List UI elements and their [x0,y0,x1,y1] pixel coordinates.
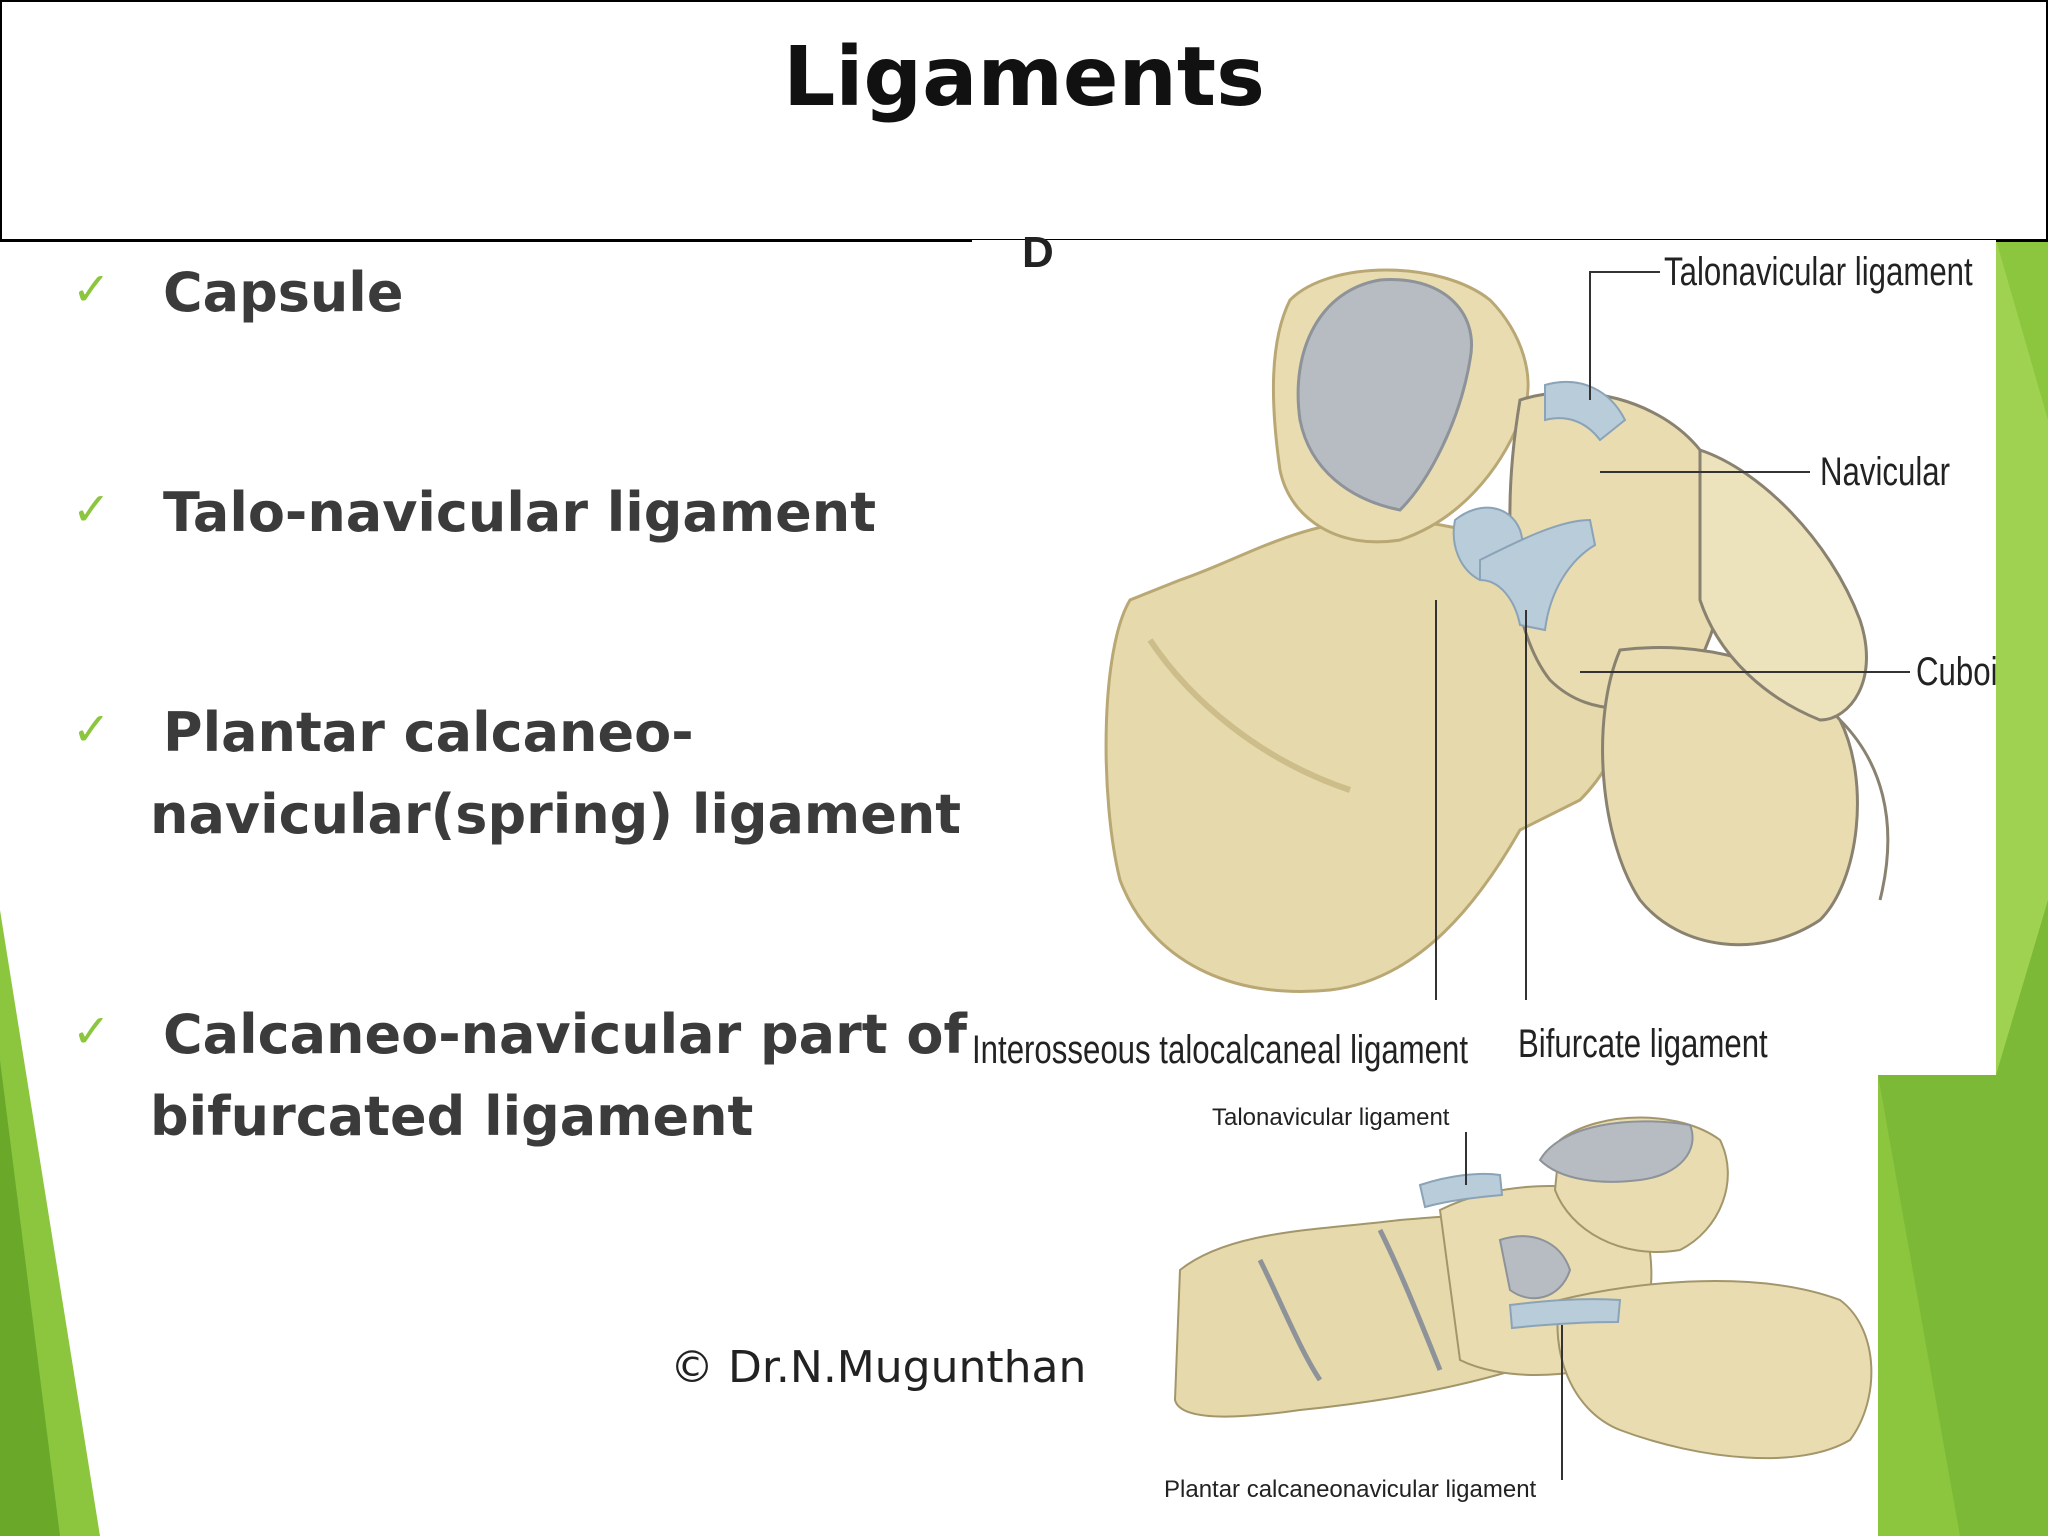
bullet-plantar-line1: Plantar calcaneo- [163,701,694,764]
talus-cartilage-inferior [1538,1120,1694,1183]
checkmark-icon: ✓ [72,1004,111,1058]
label-cuboid: Cuboi [1916,650,1998,694]
right-green-facet-2 [1996,240,2048,1075]
figure-letter: D [1022,228,1054,277]
calcaneus-bone-inferior [1556,1280,1873,1460]
checkmark-icon: ✓ [72,702,111,756]
bullet-bifurcated-line1: Calcaneo-navicular part of [163,1003,967,1066]
title-box: Ligaments [0,0,2048,242]
label-talonavicular-ligament: Talonavicular ligament [1664,250,1973,294]
label-plantar-calcaneonavicular-ligament: Plantar calcaneonavicular ligament [1164,1476,1537,1503]
spring-ligament-gap [1498,1235,1572,1300]
talonavicular-ligament-inferior [1418,1172,1504,1209]
label-navicular: Navicular [1820,450,1951,494]
bullet-bifurcated-line2: bifurcated ligament [150,1085,754,1148]
bullet-plantar-line2: navicular(spring) ligament [150,783,962,846]
bullet-talonavicular: Talo-navicular ligament [163,481,877,544]
copyright-text: © Dr.N.Mugunthan [670,1342,1087,1393]
slide-title: Ligaments [783,30,1265,125]
left-green-wedge-shade [0,1060,60,1536]
bifurcate-ligament [1479,518,1597,632]
label-bifurcate-ligament: Bifurcate ligament [1518,1022,1768,1066]
talus-cartilage [1296,278,1473,512]
cuneiform-bone [1698,447,1868,722]
talonavicular-ligament [1544,380,1627,442]
checkmark-icon: ✓ [72,262,111,316]
plantar-calcaneonavicular-ligament [1508,1298,1622,1330]
checkmark-icon: ✓ [72,482,111,536]
bullet-capsule: Capsule [163,261,404,324]
label-talonavicular-ligament-bottom: Talonavicular ligament [1212,1104,1450,1131]
label-interosseous-talocalcaneal-ligament: Interosseous talocalcaneal ligament [972,1028,1469,1072]
